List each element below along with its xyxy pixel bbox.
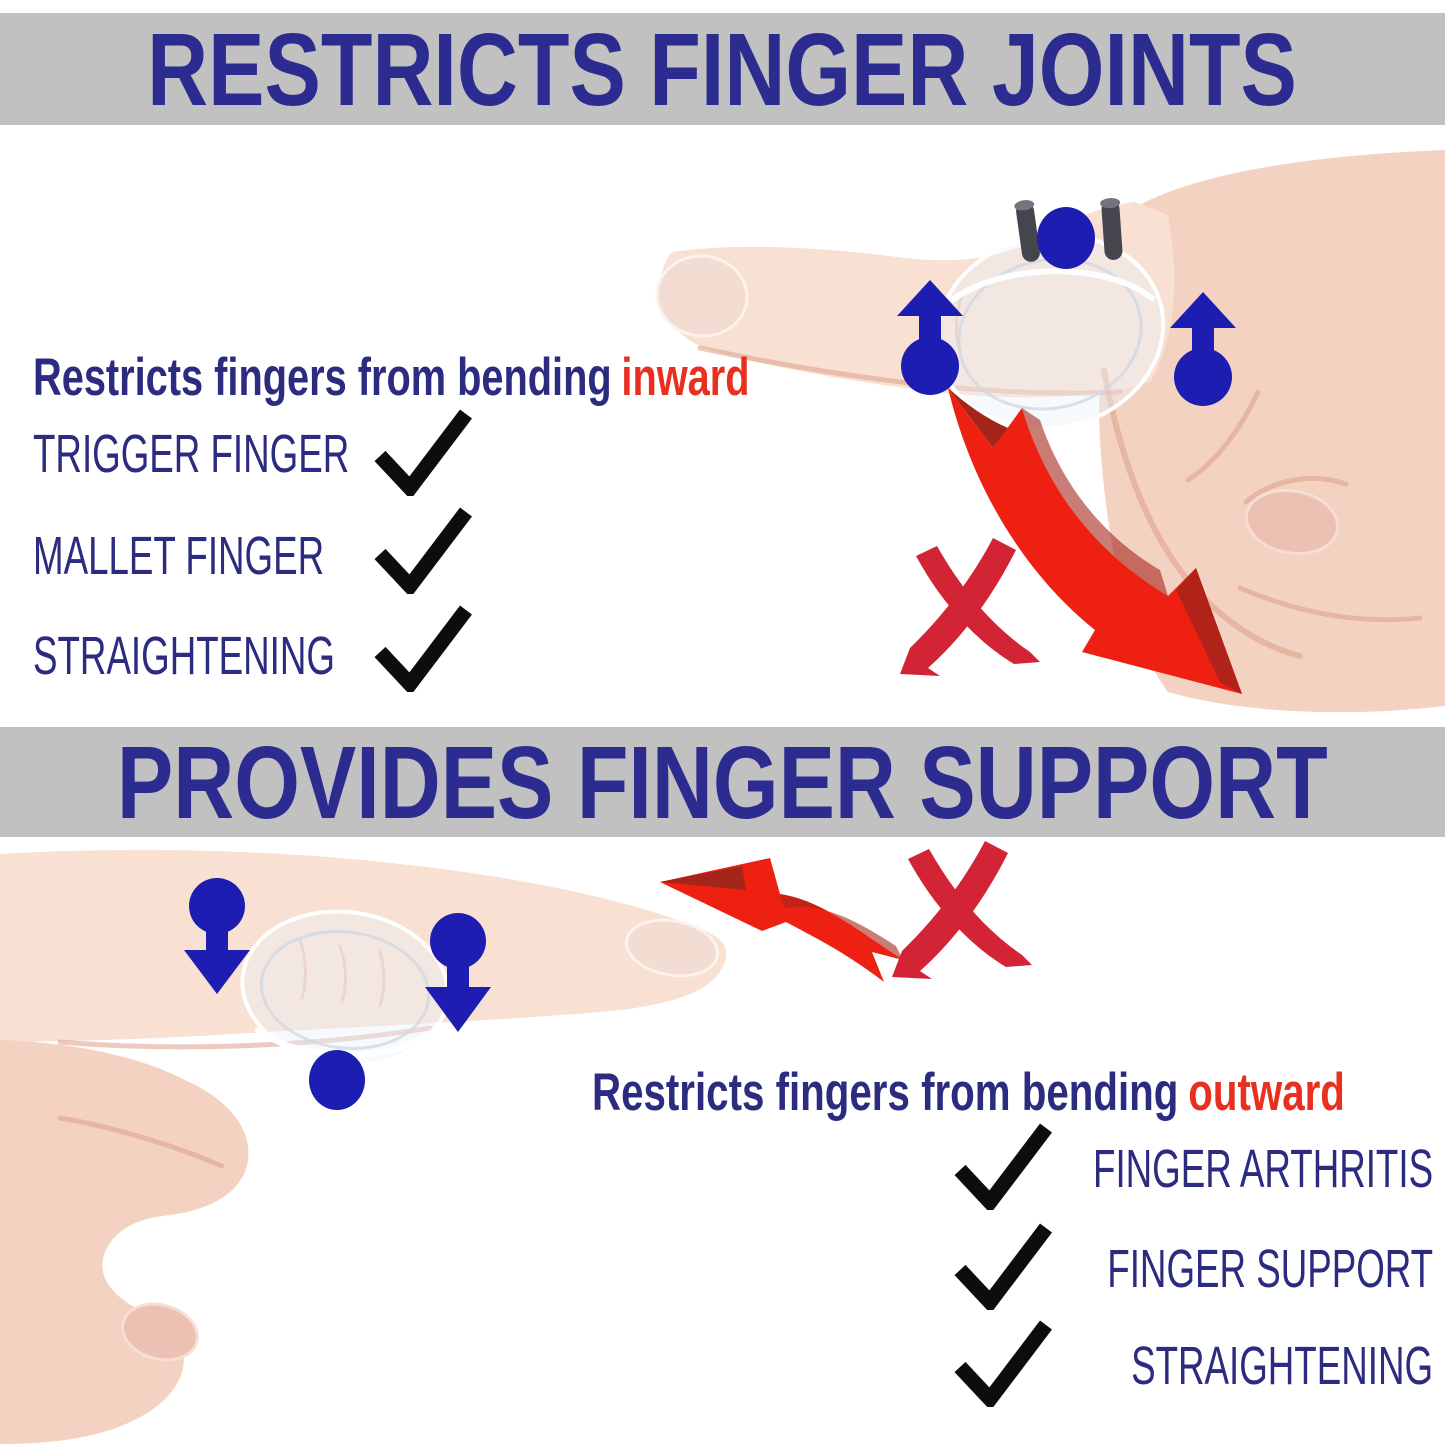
checkmark-icon	[374, 507, 472, 594]
knuckle-wrinkle	[338, 944, 347, 1004]
curled-finger-nail	[121, 1302, 199, 1362]
banner-restricts-finger-joints: RESTRICTS FINGER JOINTS	[0, 13, 1445, 125]
no-symbol-x-icon	[900, 538, 1040, 676]
splint-clip	[1014, 198, 1123, 262]
palm	[0, 1040, 249, 1444]
no-symbol-x-icon	[892, 841, 1032, 979]
bend-arrow-icon	[948, 388, 1242, 694]
thumb-edge	[1243, 476, 1349, 505]
hand-photo-top	[655, 150, 1445, 713]
bend-arrow-icon	[660, 858, 903, 982]
index-finger	[0, 849, 727, 1042]
checklist-item-straightening: STRAIGHTENING	[33, 629, 477, 683]
checkmark-icon	[374, 409, 472, 496]
checklist-item-label: FINGER ARTHRITIS	[1092, 1139, 1433, 1199]
finger-underside-shadow	[57, 1025, 433, 1050]
fingernail	[655, 254, 749, 338]
pressure-down-arrow-icon	[425, 913, 491, 1032]
pressure-up-arrow-icon	[1170, 292, 1236, 406]
knuckle-wrinkle	[378, 950, 386, 1008]
checklist-item-label: MALLET FINGER	[33, 526, 325, 586]
checklist-item-straightening: STRAIGHTENING	[989, 1339, 1433, 1393]
banner-middle-title: PROVIDES FINGER SUPPORT	[117, 724, 1328, 840]
thumb-lower-edge	[1237, 585, 1423, 623]
outward-heading-highlight: outward	[1188, 1063, 1345, 1122]
joint-dot-icon	[309, 1050, 365, 1110]
checkmark-icon	[954, 1320, 1052, 1407]
banner-provides-finger-support: PROVIDES FINGER SUPPORT	[0, 727, 1445, 837]
inward-heading-highlight: inward	[621, 348, 750, 407]
banner-top-title: RESTRICTS FINGER JOINTS	[147, 11, 1298, 127]
palm	[1099, 150, 1445, 713]
inward-heading-text: Restricts fingers from bending	[33, 348, 612, 407]
checklist-item-label: STRAIGHTENING	[1131, 1336, 1433, 1396]
checklist-item-label: TRIGGER FINGER	[33, 424, 350, 484]
checkmark-icon	[954, 1223, 1052, 1310]
checklist-item-mallet-finger: MALLET FINGER	[33, 529, 461, 583]
checkmark-icon	[374, 605, 472, 692]
checklist-item-label: STRAIGHTENING	[33, 626, 335, 686]
pressure-up-arrow-icon	[897, 280, 963, 395]
outward-heading-text: Restricts fingers from bending	[592, 1063, 1179, 1122]
finger-splint	[240, 909, 450, 1067]
checkmark-icon	[954, 1123, 1052, 1210]
thumb-crease	[57, 1115, 225, 1169]
joint-dot-icon	[1037, 207, 1095, 269]
checklist-item-finger-support: FINGER SUPPORT	[954, 1242, 1433, 1296]
web-crease	[1185, 389, 1261, 483]
checklist-item-trigger-finger: TRIGGER FINGER	[33, 427, 498, 481]
hand-photo-bottom	[0, 841, 1032, 1444]
checklist-item-label: FINGER SUPPORT	[1107, 1239, 1433, 1299]
knuckle-wrinkle	[298, 938, 307, 1000]
checklist-item-finger-arthritis: FINGER ARTHRITIS	[933, 1142, 1433, 1196]
fingernail	[624, 918, 720, 978]
pressure-down-arrow-icon	[184, 878, 250, 994]
thumb-nail	[1244, 488, 1340, 556]
